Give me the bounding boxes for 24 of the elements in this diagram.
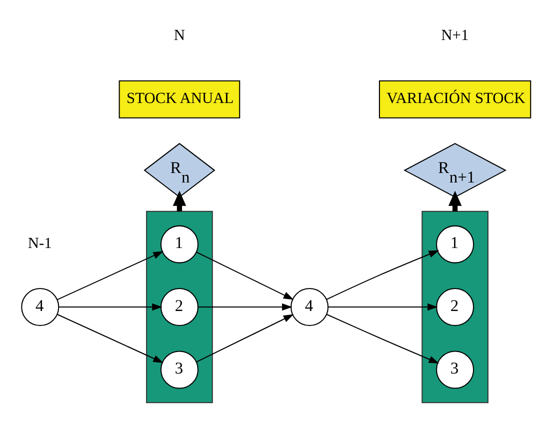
label: N [174,26,185,44]
label: N+1 [441,26,469,44]
arrow [198,302,292,310]
arrow [58,302,162,310]
node-circle: 4 [21,288,60,326]
arrow [56,313,164,362]
node-box: STOCK ANUAL [118,80,240,118]
cluster [146,210,213,403]
node-circle: 3 [436,350,474,388]
node-circle: 1 [436,224,474,263]
arrow [196,314,294,362]
arrow [328,302,438,310]
node-circle: 4 [290,288,329,326]
node-circle: 1 [160,224,198,263]
label: N-1 [28,234,52,252]
cluster [422,210,488,403]
node-circle: 2 [160,288,198,326]
arrow [56,250,164,300]
arrow [196,251,294,300]
node-box: VARIACIÓN STOCK [378,80,532,118]
node-circle: 2 [436,288,474,326]
node-circle: 3 [160,350,198,388]
arrow [326,313,440,363]
arrow [326,250,440,300]
